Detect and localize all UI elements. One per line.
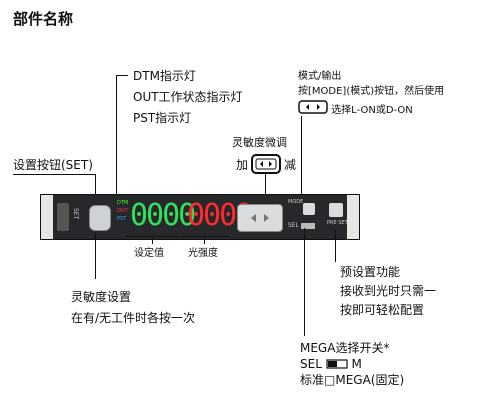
pre-set-key[interactable] <box>329 203 343 217</box>
sens-fine-title: 灵敏度微调 <box>232 136 287 149</box>
led-out-label: OUT <box>117 208 128 214</box>
pst-indicator-label: PST指示灯 <box>133 111 192 125</box>
set-value-label: 设定值 <box>134 248 164 259</box>
sens-set-leader-v <box>95 232 96 279</box>
set-key-label: SET <box>72 208 79 220</box>
mode-output-desc-2: 选择L-ON或D-ON <box>298 100 413 120</box>
mega-switch-sel: SEL M <box>300 356 362 373</box>
left-right-arrows-icon <box>251 214 269 222</box>
bracket-intensity-tick <box>204 236 205 244</box>
mega-select-switch[interactable] <box>301 223 315 229</box>
led-dtm-label: DTM <box>117 200 129 206</box>
mega-switch-note: 标准□MEGA(固定) <box>300 373 405 387</box>
dtm-indicator-label: DTM指示灯 <box>133 69 196 83</box>
mode-key[interactable] <box>303 203 315 215</box>
set-button-label: 设置按钮(SET) <box>13 158 93 172</box>
page-title: 部件名称 <box>13 10 74 28</box>
sens-plus-label: 加 <box>236 158 249 172</box>
set-leader-h <box>13 174 95 175</box>
fine-tune-key[interactable] <box>237 204 283 232</box>
preset-leader-v <box>335 230 336 262</box>
mode-key-label: MODE <box>288 199 304 205</box>
mode-output-choice-text: 选择L-ON或D-ON <box>331 105 413 116</box>
sens-leader-v <box>265 174 266 198</box>
mega-sel-text: SEL <box>300 357 322 371</box>
mode-output-title: 模式/输出 <box>298 71 342 82</box>
sens-adjust-icon <box>251 154 281 178</box>
display-set-value: 0000 <box>130 198 196 233</box>
out-indicator-label: OUT工作状态指示灯 <box>133 90 243 104</box>
indicator-leader-h <box>116 75 128 76</box>
round-set-button[interactable] <box>89 205 111 231</box>
sensor-amplifier-body: SET DTM OUT PST 0000 0000 MODE SEL PRE S… <box>40 194 360 240</box>
arrow-key-icon <box>298 100 328 120</box>
preset-title: 预设置功能 <box>340 265 401 279</box>
bracket-set-value-tick <box>152 236 153 244</box>
slide-switch-icon <box>326 357 348 373</box>
led-pst-label: PST <box>117 216 127 222</box>
mode-leader-v <box>301 116 302 196</box>
pre-set-key-label: PRE SET <box>327 220 348 226</box>
left-end-cap <box>41 195 53 239</box>
sens-setting-title: 灵敏度设置 <box>71 290 132 304</box>
light-intensity-label: 光强度 <box>188 248 218 259</box>
mega-m-text: M <box>351 357 362 371</box>
set-leader-v <box>95 174 96 202</box>
sens-setting-desc: 在有/无工件时各按一次 <box>71 311 196 325</box>
indicator-leader-v <box>116 75 117 194</box>
preset-desc-2: 按即可轻松配置 <box>340 303 425 317</box>
sel-switch-label: SEL <box>288 222 299 229</box>
mega-leader-v <box>304 228 305 336</box>
preset-desc-1: 接收到光时只需一 <box>340 284 437 298</box>
set-key[interactable] <box>57 203 69 231</box>
bracket-intensity <box>181 236 229 237</box>
right-end-cap <box>347 195 359 239</box>
sens-minus-label: 减 <box>284 158 297 172</box>
mode-output-desc: 按[MODE](模式)按钮，然后使用 <box>298 86 445 97</box>
mega-switch-title: MEGA选择开关* <box>300 341 390 355</box>
